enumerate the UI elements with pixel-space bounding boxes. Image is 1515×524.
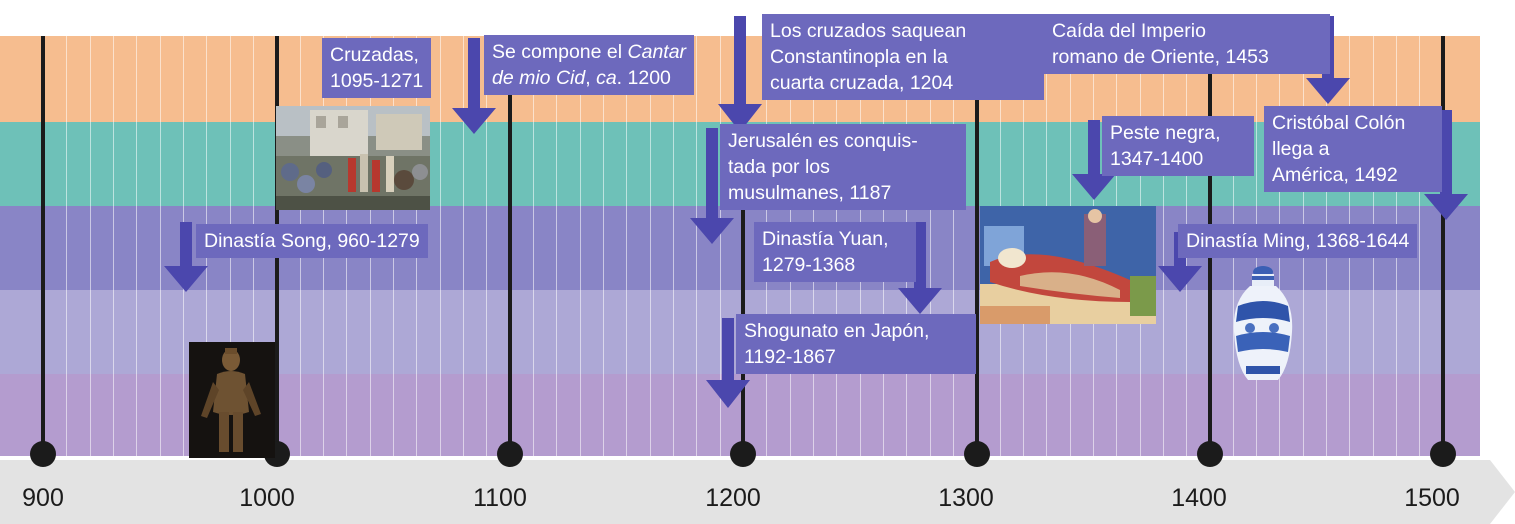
timeline-axis-bar (0, 460, 1515, 524)
colon-line-2: llega a (1272, 138, 1330, 160)
decade-grid-line (486, 36, 487, 456)
century-line-900 (41, 36, 45, 456)
decade-grid-line (1419, 36, 1420, 456)
event-label-dinastia-ming: Dinastía Ming, 1368-1644 (1178, 224, 1418, 258)
event-label-jerusalen: Jerusalén es conquis- tada por los musul… (720, 124, 966, 210)
decade-grid-line (1163, 36, 1164, 456)
peste-line-1: Peste negra, (1110, 122, 1221, 144)
yuan-line-1: Dinastía Yuan, (762, 228, 889, 250)
event-label-constantinopla: Los cruzados saquean Constantinopla en l… (762, 14, 1044, 100)
peste-line-2: 1347-1400 (1110, 148, 1204, 170)
tick-label-1400: 1400 (1171, 484, 1227, 512)
decade-grid-line (533, 36, 534, 456)
cantar-title-part-1: Cantar (627, 41, 687, 63)
jerusalen-line-1: Jerusalén es conquis- (728, 130, 918, 152)
cantar-comma: , (585, 67, 597, 89)
decade-grid-line (463, 36, 464, 456)
decade-grid-line (720, 36, 721, 456)
decade-grid-line (626, 36, 627, 456)
century-line-1100 (508, 36, 512, 456)
decade-grid-line (930, 36, 931, 456)
event-label-dinastia-song: Dinastía Song, 960-1279 (196, 224, 428, 258)
constantinopla-line-3: cuarta cruzada, 1204 (770, 72, 954, 94)
tick-label-1100: 1100 (473, 484, 527, 512)
jerusalen-arrow (690, 128, 734, 244)
decade-grid-line (136, 36, 137, 456)
song-line-1: Dinastía Song, 960-1279 (204, 230, 420, 252)
song-statue-image (189, 342, 275, 458)
decade-grid-line (650, 36, 651, 456)
tick-label-1000: 1000 (239, 484, 295, 512)
decade-grid-line (66, 36, 67, 456)
caida-imperio-line-2: romano de Oriente, 1453 (1052, 46, 1269, 68)
caida-imperio-line-1: Caída del Imperio (1052, 20, 1206, 42)
decade-grid-line (696, 36, 697, 456)
ming-line-1: Dinastía Ming, 1368-1644 (1186, 230, 1410, 252)
colon-line-3: América, 1492 (1272, 164, 1398, 186)
decade-grid-line (556, 36, 557, 456)
century-dot-1500 (1430, 441, 1456, 467)
shogunato-line-2: 1192-1867 (744, 346, 836, 368)
song-arrow (164, 222, 208, 292)
crusade-battle-painting-image (276, 106, 430, 210)
peste-arrow (1072, 120, 1116, 200)
shogunato-line-1: Shogunato en Japón, (744, 320, 930, 342)
century-dot-1300 (964, 441, 990, 467)
event-label-caida-imperio: Caída del Imperio romano de Oriente, 145… (1044, 14, 1330, 74)
century-line-1200 (741, 36, 745, 456)
cruzadas-line-2: 1095-1271 (330, 70, 424, 92)
decade-grid-line (673, 36, 674, 456)
shogunato-arrow (706, 318, 750, 408)
decade-grid-line (440, 36, 441, 456)
tick-label-1200: 1200 (705, 484, 761, 512)
cantar-year: . 1200 (616, 67, 671, 89)
century-dot-1400 (1197, 441, 1223, 467)
century-dot-1100 (497, 441, 523, 467)
decade-grid-line (603, 36, 604, 456)
jerusalen-line-2: tada por los (728, 156, 830, 178)
cantar-arrow (718, 16, 762, 132)
century-dot-1200 (730, 441, 756, 467)
yuan-arrow (898, 222, 942, 314)
decade-grid-line (160, 36, 161, 456)
decade-grid-line (113, 36, 114, 456)
decade-grid-line (90, 36, 91, 456)
constantinopla-line-1: Los cruzados saquean (770, 20, 967, 42)
century-dot-900 (30, 441, 56, 467)
cantar-ca: ca (596, 67, 617, 89)
black-death-painting-image (980, 206, 1156, 324)
tick-label-1500: 1500 (1404, 484, 1460, 512)
jerusalen-line-3: musulmanes, 1187 (728, 182, 892, 204)
event-label-shogunato: Shogunato en Japón, 1192-1867 (736, 314, 976, 374)
century-line-1300 (975, 36, 979, 456)
event-label-colon: Cristóbal Colón llega a América, 1492 (1264, 106, 1442, 192)
colon-line-1: Cristóbal Colón (1272, 112, 1406, 134)
event-label-dinastia-yuan: Dinastía Yuan, 1279-1368 (754, 222, 916, 282)
colon-arrow (1424, 110, 1468, 220)
cruzadas-arrow (452, 38, 496, 134)
century-line-1500 (1441, 36, 1445, 456)
cantar-line-2: de mio Cid, ca. 1200 (492, 65, 686, 91)
tick-label-1300: 1300 (938, 484, 994, 512)
constantinopla-line-2: Constantinopla en la (770, 46, 948, 68)
tick-label-900: 900 (22, 484, 64, 512)
event-label-cantar-mio-cid: Se compone el Cantar de mio Cid, ca. 120… (484, 35, 695, 95)
cantar-line-1: Se compone el Cantar (492, 39, 686, 65)
event-label-peste-negra: Peste negra, 1347-1400 (1102, 116, 1254, 176)
decade-grid-line (953, 36, 954, 456)
ming-vase-image (1233, 266, 1293, 380)
yuan-line-2: 1279-1368 (762, 254, 856, 276)
cruzadas-line-1: Cruzadas, (330, 44, 419, 66)
event-label-cruzadas: Cruzadas, 1095-1271 (322, 38, 432, 98)
cantar-title-part-2: de mio Cid (492, 67, 586, 89)
cantar-line-1-text: Se compone el (492, 41, 628, 63)
decade-grid-line (580, 36, 581, 456)
